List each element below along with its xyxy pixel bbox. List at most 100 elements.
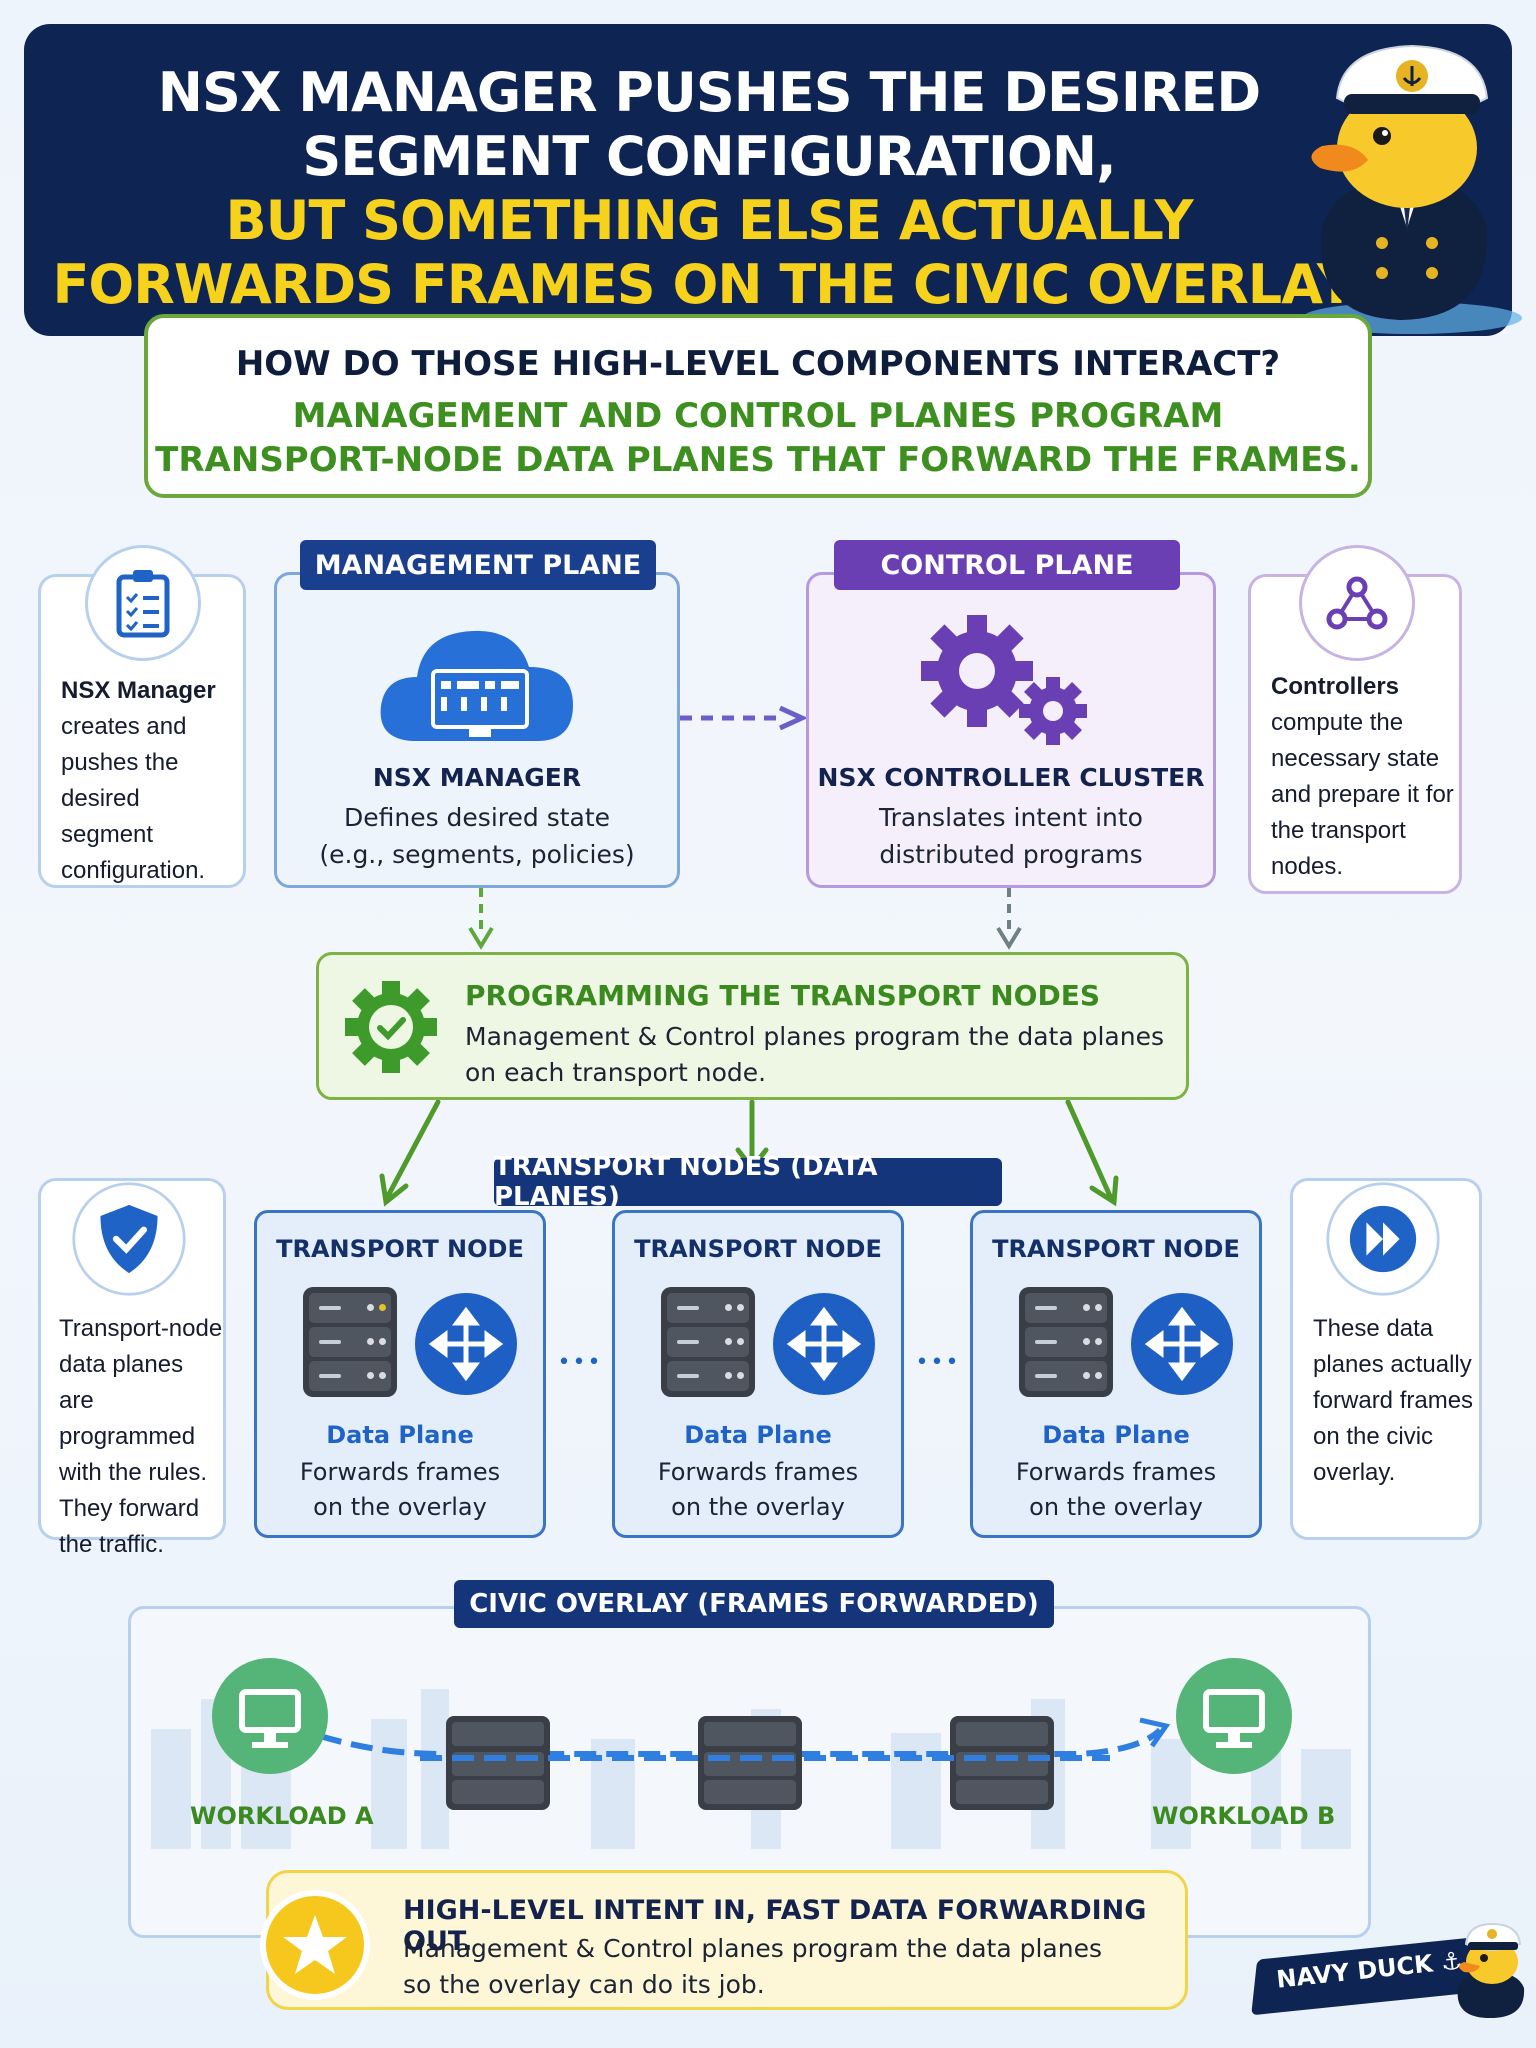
control-plane-desc-2: distributed programs [879, 840, 1143, 869]
callout-desc-2: so the overlay can do its job. [403, 1970, 765, 1999]
overlay-frame-path-over-servers [420, 1755, 1110, 1761]
overlay-server-icon [950, 1716, 1054, 1810]
control-plane-desc-1: Translates intent into [879, 803, 1143, 832]
router-icon [415, 1293, 517, 1395]
router-icon [773, 1293, 875, 1395]
management-plane-title: NSX MANAGER [372, 763, 582, 792]
gears-icon [921, 615, 1087, 745]
note-line: compute the [1271, 709, 1404, 736]
navy-duck-small-icon [1457, 1922, 1525, 2018]
note-data-planes-forward: These data planes actually forward frame… [1290, 1178, 1482, 1540]
data-plane-desc-2: on the overlay [313, 1493, 487, 1521]
note-nsx-manager: NSX Manager creates and pushes the desir… [38, 545, 246, 888]
note-line: Controllers [1271, 673, 1400, 700]
data-plane-desc: Forwards frames on the overlay [615, 1455, 901, 1525]
note-line: with the rules. [59, 1459, 208, 1486]
note-line: They forward [59, 1495, 200, 1522]
ellipsis-separator: ••• [557, 1350, 603, 1375]
management-plane-desc-2: (e.g., segments, policies) [319, 840, 635, 869]
overlay-server-icon [446, 1716, 550, 1810]
civic-overlay-tab: CIVIC OVERLAY (FRAMES FORWARDED) [454, 1580, 1054, 1628]
question-heading: HOW DO THOSE HIGH-LEVEL COMPONENTS INTER… [235, 344, 1281, 384]
note-line: forward frames [1313, 1387, 1474, 1414]
header-line-2: SEGMENT CONFIGURATION, [302, 125, 1116, 188]
transport-nodes-tab: TRANSPORT NODES (DATA PLANES) [494, 1152, 1002, 1212]
overlay-frame-path [320, 1717, 1171, 1757]
clipboard-checklist-icon [85, 545, 201, 661]
data-plane-label: Data Plane [1042, 1421, 1190, 1449]
control-plane-tab: CONTROL PLANE [834, 540, 1180, 590]
header-line-4: FORWARDS FRAMES ON THE CIVIC OVERLAY. [52, 253, 1366, 316]
network-nodes-icon [1299, 545, 1415, 661]
note-line: and prepare it for [1271, 781, 1454, 808]
note-line: creates and [61, 713, 187, 740]
note-transport-node-programmed: Transport-node data planes are programme… [38, 1178, 226, 1558]
arrow-management-to-control [680, 706, 806, 730]
management-plane-tab: MANAGEMENT PLANE [300, 540, 656, 590]
data-plane-label: Data Plane [326, 1421, 474, 1449]
transport-node-1: TRANSPORT NODE Data Plane Forwards frame… [254, 1210, 546, 1538]
note-line: necessary state [1271, 745, 1440, 772]
control-plane-title: NSX CONTROLLER CLUSTER [817, 763, 1205, 792]
note-line: pushes the desired [61, 749, 179, 812]
note-line: planes actually [1313, 1351, 1472, 1378]
transport-node-title: TRANSPORT NODE [276, 1235, 524, 1263]
data-plane-desc-2: on the overlay [1029, 1493, 1203, 1521]
note-line: Transport-node [59, 1315, 223, 1342]
workload-a-label: WORKLOAD A [190, 1802, 374, 1830]
workload-b-monitor-icon [1176, 1658, 1292, 1774]
note-line: programmed [59, 1423, 196, 1450]
control-plane-panel: NSX CONTROLLER CLUSTER Translates intent… [806, 572, 1216, 888]
server-icon [303, 1287, 397, 1397]
note-line: the traffic. [59, 1531, 164, 1558]
note-line: overlay. [1313, 1459, 1396, 1486]
programming-title: PROGRAMMING THE TRANSPORT NODES [465, 979, 1100, 1012]
arrow-management-to-programming [468, 888, 494, 950]
data-plane-desc: Forwards frames on the overlay [973, 1455, 1259, 1525]
management-plane-desc-1: Defines desired state [343, 803, 611, 832]
question-answer-line-1: MANAGEMENT AND CONTROL PLANES PROGRAM [292, 396, 1224, 436]
navy-duck-captain-icon [1302, 44, 1522, 334]
fast-forward-icon [1325, 1181, 1441, 1297]
arrows-to-transport-nodes [379, 1100, 1119, 1207]
note-line: NSX Manager [61, 677, 216, 704]
callout-desc-1: Management & Control planes program the … [403, 1934, 1102, 1963]
cloud-dashboard-icon [380, 630, 573, 741]
star-icon [260, 1890, 370, 2000]
data-plane-desc-1: Forwards frames [1015, 1458, 1217, 1486]
transport-node-2: TRANSPORT NODE Data Plane Forwards frame… [612, 1210, 904, 1538]
workload-b-label: WORKLOAD B [1152, 1802, 1336, 1830]
header-line-1: NSX MANAGER PUSHES THE DESIRED [157, 61, 1261, 124]
data-plane-desc-1: Forwards frames [657, 1458, 859, 1486]
header-banner: NSX MANAGER PUSHES THE DESIRED SEGMENT C… [24, 24, 1512, 336]
ellipsis-separator: ••• [915, 1350, 961, 1375]
transport-node-3: TRANSPORT NODE Data Plane Forwards frame… [970, 1210, 1262, 1538]
shield-check-icon [71, 1181, 187, 1297]
data-plane-desc-2: on the overlay [671, 1493, 845, 1521]
data-plane-desc: Forwards frames on the overlay [257, 1455, 543, 1525]
summary-callout: HIGH-LEVEL INTENT IN, FAST DATA FORWARDI… [260, 1870, 1188, 2010]
programming-desc: Management & Control planes program the … [465, 1019, 1165, 1091]
server-icon [661, 1287, 755, 1397]
workload-a-monitor-icon [212, 1658, 328, 1774]
question-box: HOW DO THOSE HIGH-LEVEL COMPONENTS INTER… [144, 314, 1372, 498]
header-line-3: BUT SOMETHING ELSE ACTUALLY [225, 189, 1193, 252]
data-plane-desc-1: Forwards frames [299, 1458, 501, 1486]
server-icon [1019, 1287, 1113, 1397]
transport-node-title: TRANSPORT NODE [634, 1235, 882, 1263]
note-line: nodes. [1271, 853, 1344, 880]
note-controllers: Controllers compute the necessary state … [1248, 545, 1462, 894]
note-line: configuration. [61, 857, 206, 884]
note-line: on the civic [1313, 1423, 1434, 1450]
arrow-control-to-programming [996, 888, 1022, 950]
data-plane-label: Data Plane [684, 1421, 832, 1449]
transport-node-title: TRANSPORT NODE [992, 1235, 1240, 1263]
note-line: segment [61, 821, 154, 848]
router-icon [1131, 1293, 1233, 1395]
question-answer-line-2: TRANSPORT-NODE DATA PLANES THAT FORWARD … [155, 440, 1361, 480]
callout-title: HIGH-LEVEL INTENT IN, FAST DATA FORWARDI… [403, 1895, 1147, 1957]
programming-desc-2: on each transport node. [465, 1058, 767, 1087]
note-line: These data [1313, 1315, 1434, 1342]
note-line: data planes are [59, 1351, 184, 1414]
note-line: the transport [1271, 817, 1406, 844]
